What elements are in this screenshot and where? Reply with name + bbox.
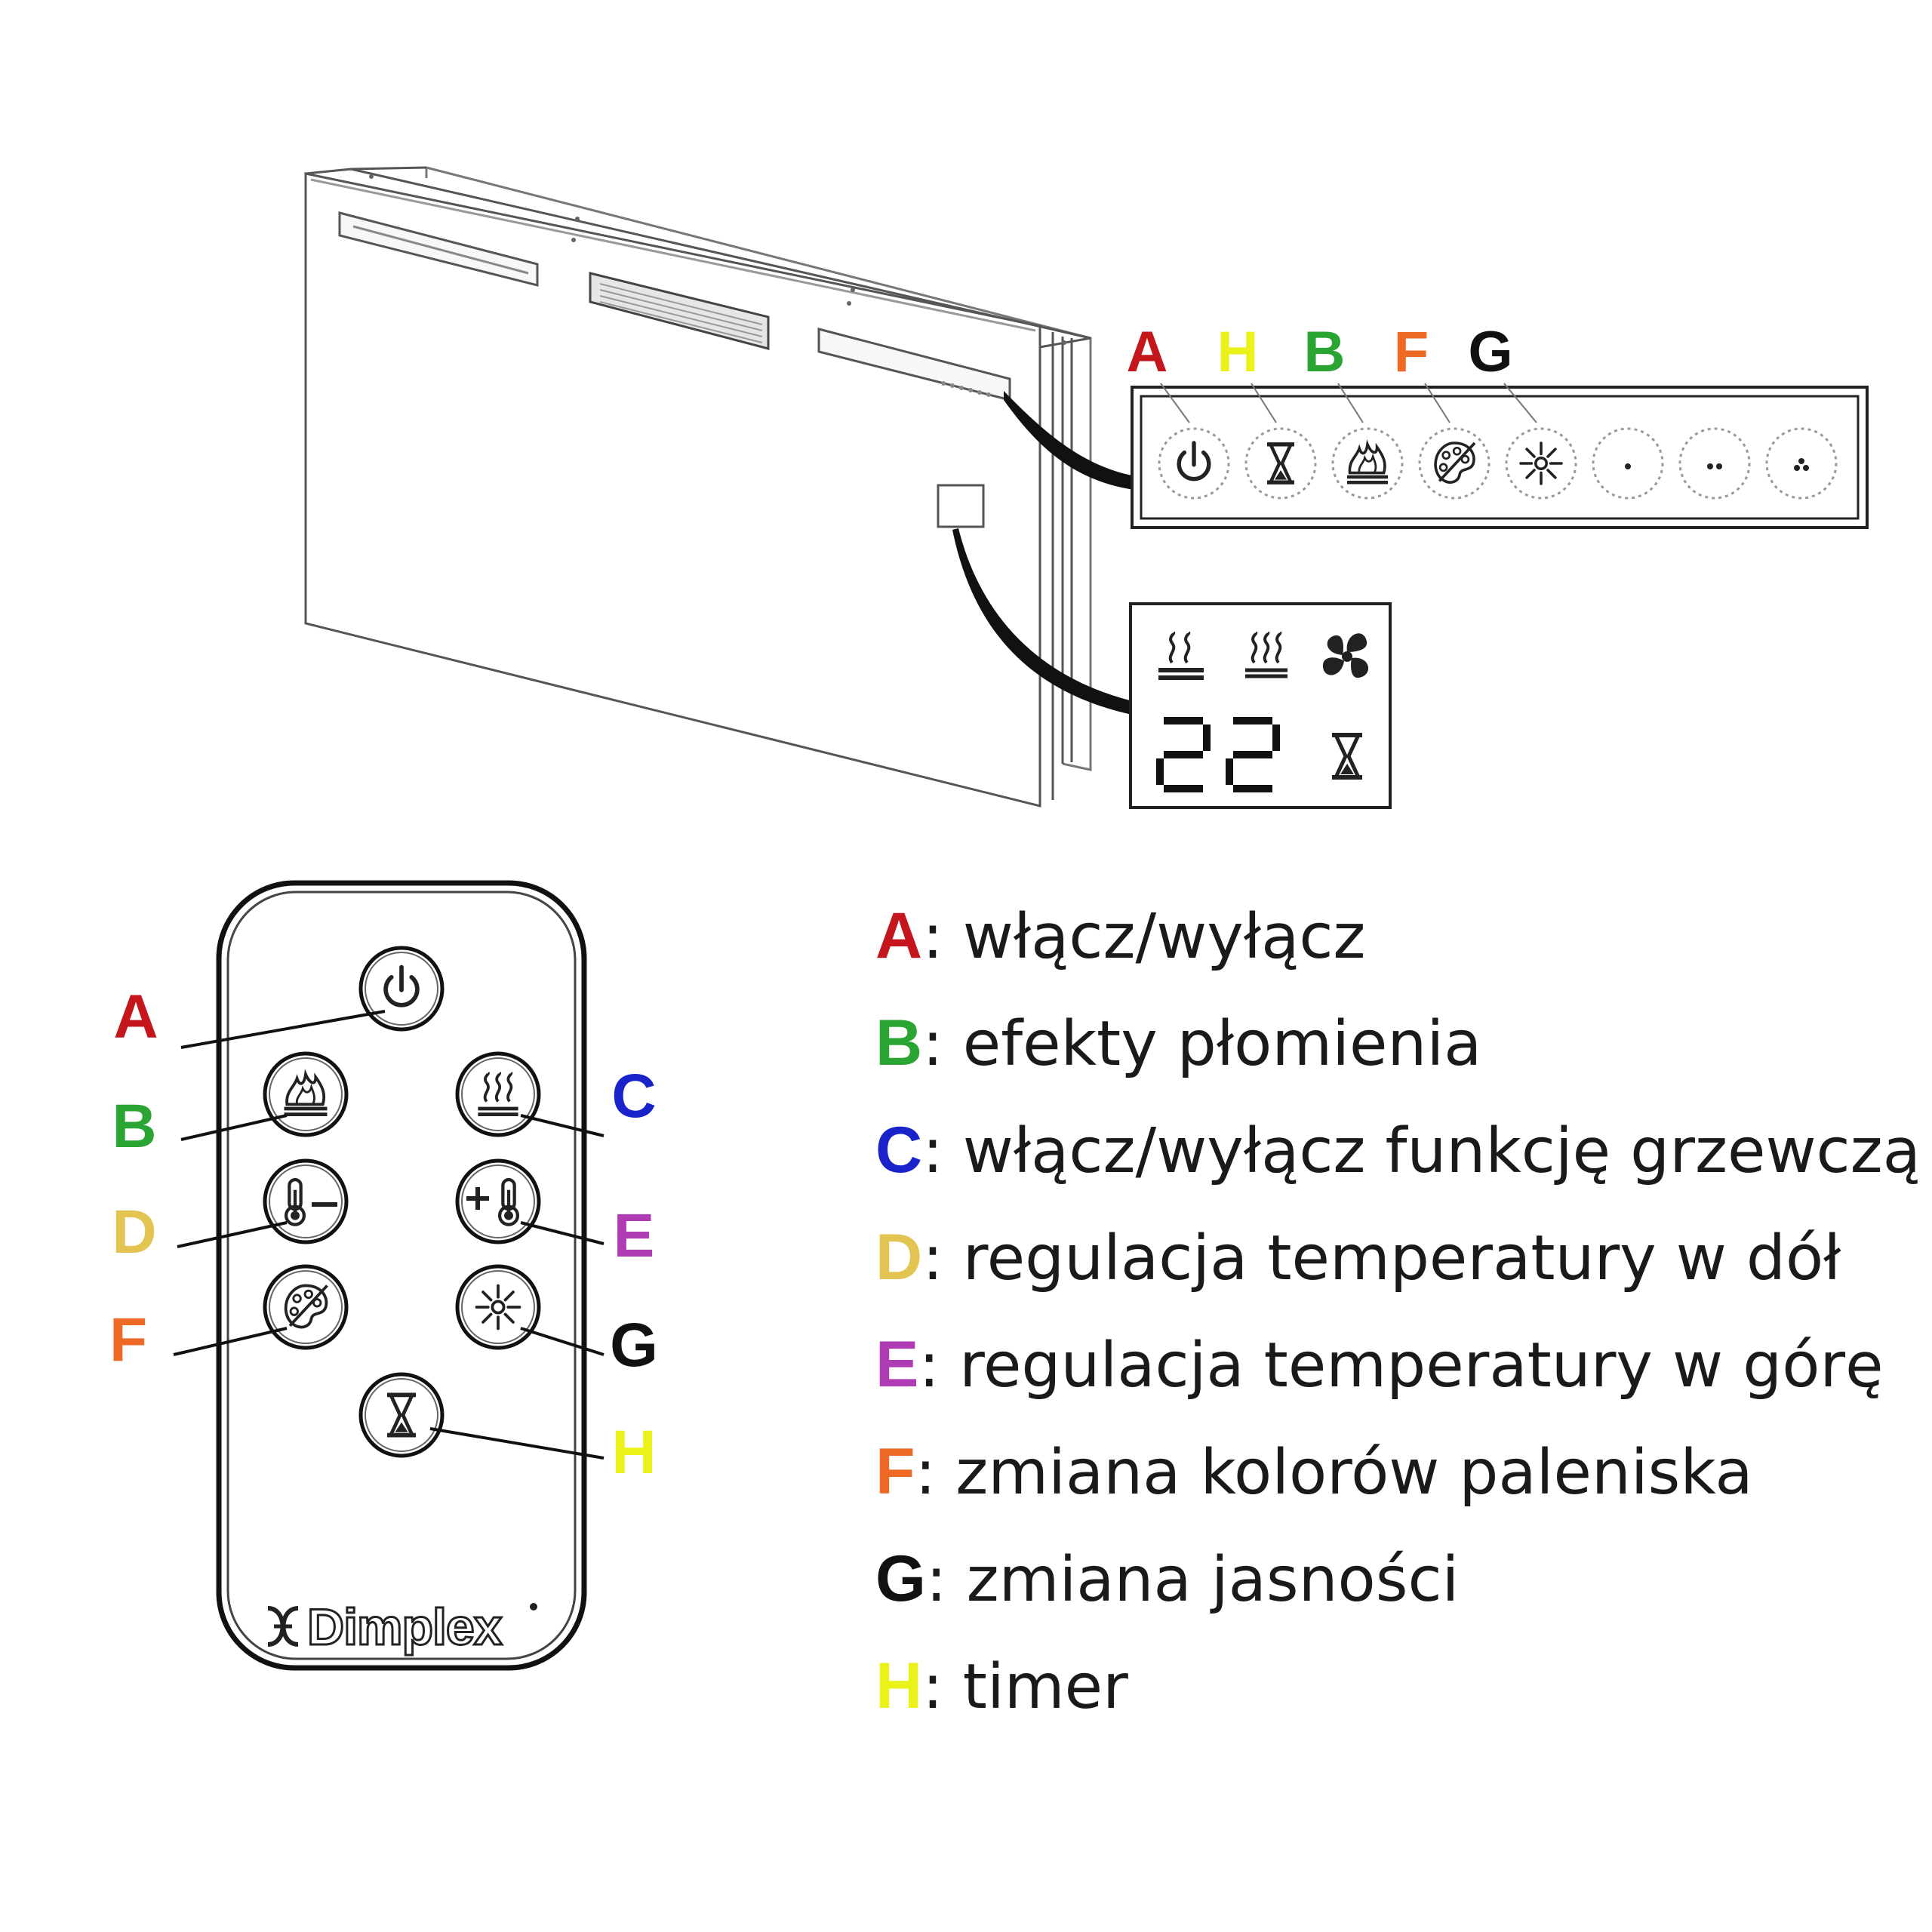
segment — [1233, 717, 1272, 724]
legend-text: : efekty płomienia — [922, 1008, 1482, 1080]
remote-timer-button[interactable] — [358, 1372, 445, 1458]
panel-color-button[interactable] — [1418, 427, 1491, 500]
panel-leader-g — [1503, 383, 1537, 423]
segment — [1233, 785, 1272, 792]
legend-key: D — [875, 1221, 923, 1294]
legend-item-a: A: włącz/wyłącz — [875, 898, 1365, 975]
segment — [1226, 758, 1233, 785]
remote-power-button[interactable] — [358, 946, 445, 1032]
heat-low-indicator — [1158, 631, 1204, 680]
remote-color-button[interactable] — [263, 1264, 349, 1350]
panel-brightness-button[interactable] — [1505, 427, 1577, 500]
legend-key: F — [875, 1435, 915, 1508]
legend-text: : włącz/wyłącz funkcję grzewczą — [922, 1115, 1921, 1187]
segment — [1164, 717, 1203, 724]
segment — [1272, 724, 1280, 751]
segment — [1164, 751, 1203, 758]
legend-text: : zmiana kolorów paleniska — [915, 1437, 1753, 1509]
remote-leader-h — [429, 1427, 605, 1460]
segment — [1164, 785, 1203, 792]
legend-text: : zmiana jasności — [925, 1544, 1460, 1616]
legend-text: : regulacja temperatury w dół — [922, 1223, 1841, 1294]
remote-leader-b — [180, 1114, 288, 1141]
remote-label-g: G — [610, 1311, 658, 1380]
leader-controls — [1004, 391, 1140, 491]
legend-key: C — [875, 1114, 923, 1186]
remote-leader-g — [520, 1327, 605, 1356]
legend-text: : włącz/wyłącz — [922, 901, 1366, 973]
panel-leader-b — [1337, 383, 1364, 423]
legend-item-h: H: timer — [875, 1648, 1128, 1725]
panel-leader-f — [1424, 383, 1451, 423]
panel-letter-h: H — [1217, 320, 1259, 384]
temperature-readout — [1156, 717, 1280, 792]
remote-leader-c — [520, 1114, 605, 1137]
legend-key: E — [875, 1328, 919, 1401]
remote-label-d: D — [112, 1198, 156, 1266]
panel-letter-f: F — [1394, 320, 1429, 384]
panel-leader-a — [1160, 383, 1190, 423]
fireplace-front-panel — [304, 172, 1041, 808]
remote-flame-button[interactable] — [263, 1051, 349, 1137]
remote-label-b: B — [112, 1092, 156, 1161]
remote-temp-down-button[interactable] — [263, 1158, 349, 1244]
remote-label-e: E — [614, 1201, 655, 1270]
legend-item-e: E: regulacja temperatury w górę — [875, 1327, 1884, 1404]
leader-display — [952, 528, 1136, 715]
remote-leader-d — [177, 1221, 288, 1248]
remote-label-f: F — [109, 1306, 147, 1374]
remote-leader-a — [180, 1010, 386, 1049]
remote-label-a: A — [113, 983, 158, 1051]
led-display: 22 — [1129, 602, 1392, 809]
segment — [1203, 724, 1211, 751]
legend-text: : regulacja temperatury w górę — [918, 1330, 1884, 1401]
panel-dot1-button[interactable] — [1592, 427, 1664, 500]
remote-leader-e — [520, 1221, 605, 1245]
legend-item-d: D: regulacja temperatury w dół — [875, 1220, 1841, 1297]
display-window-marker — [937, 484, 985, 528]
legend-key: B — [875, 1007, 923, 1079]
legend-key: H — [875, 1650, 923, 1722]
legend-item-f: F: zmiana kolorów paleniska — [875, 1434, 1753, 1511]
remote-leader-f — [173, 1327, 288, 1356]
legend-item-b: B: efekty płomienia — [875, 1005, 1481, 1082]
legend-text: : timer — [922, 1651, 1128, 1723]
remote-label-h: H — [611, 1418, 656, 1487]
legend-item-g: G: zmiana jasności — [875, 1541, 1459, 1618]
panel-power-button[interactable] — [1158, 427, 1230, 500]
brand-name: Dimplex — [307, 1598, 503, 1656]
panel-dot3-button[interactable] — [1765, 427, 1838, 500]
panel-letter-g: G — [1468, 320, 1512, 384]
remote-brightness-button[interactable] — [455, 1264, 541, 1350]
panel-flame-button[interactable] — [1331, 427, 1404, 500]
panel-timer-button[interactable] — [1244, 427, 1317, 500]
segment — [1233, 751, 1272, 758]
remote-heat-button[interactable] — [455, 1051, 541, 1137]
legend-key: G — [875, 1543, 926, 1615]
legend-item-c: C: włącz/wyłącz funkcję grzewczą — [875, 1112, 1921, 1189]
panel-letter-b: B — [1304, 320, 1346, 384]
fireplace-drawing — [304, 166, 1092, 808]
remote-temp-up-button[interactable] — [455, 1158, 541, 1244]
remote-label-c: C — [611, 1062, 656, 1131]
panel-dot2-button[interactable] — [1678, 427, 1751, 500]
segment — [1156, 758, 1164, 785]
dimplex-logo: Dimplex — [267, 1598, 537, 1657]
panel-letter-a: A — [1127, 320, 1168, 384]
panel-leader-h — [1251, 383, 1277, 423]
legend-key: A — [875, 900, 923, 972]
